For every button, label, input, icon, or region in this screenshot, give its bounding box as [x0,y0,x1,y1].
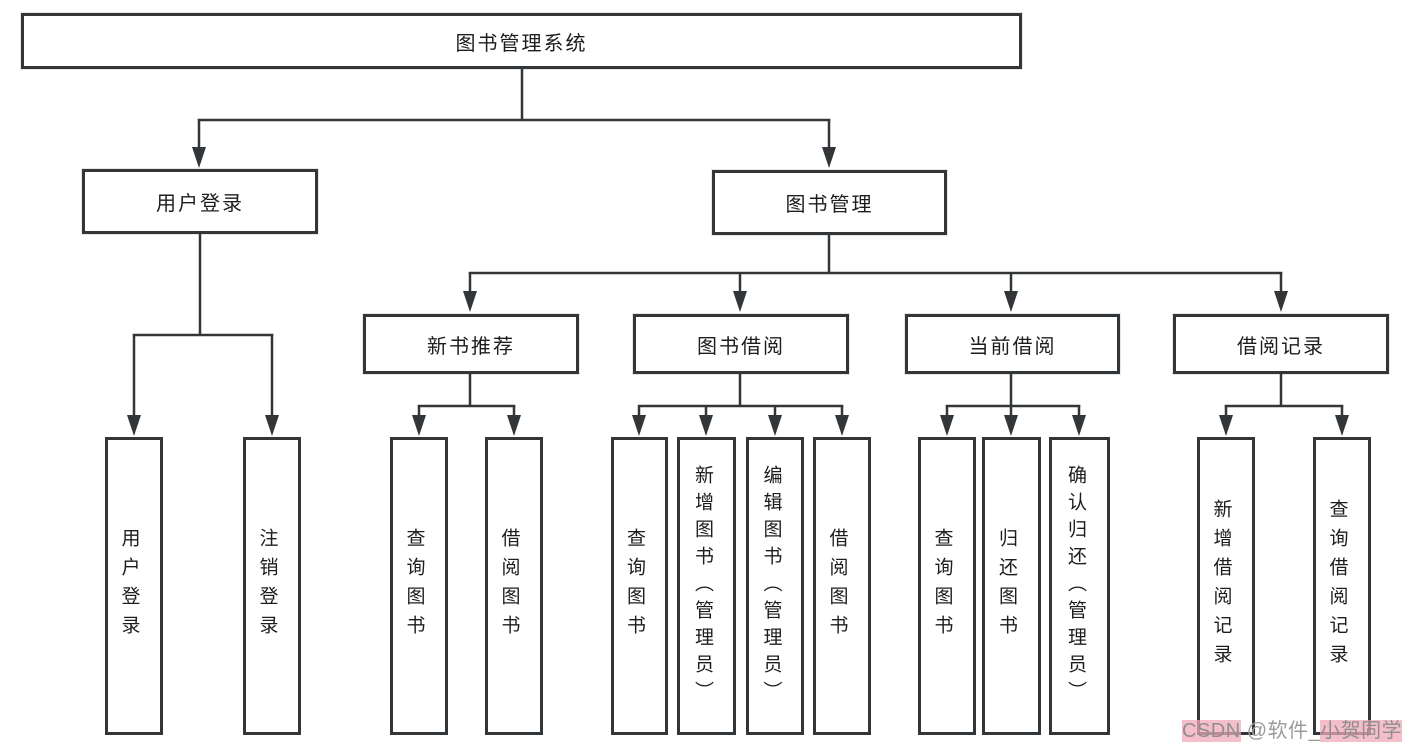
node-borrowing-records-label: 借阅记录 [1237,335,1325,358]
arrowheads [127,147,1349,436]
node-new-book-recommendation-label: 新书推荐 [427,335,515,358]
leaf-query-books-current-label: 查询图书 [931,528,953,644]
node-book-borrowing: 图书借阅 [633,314,849,374]
node-current-borrowing: 当前借阅 [905,314,1120,374]
leaf-confirm-return-admin: 确认归还（管理员） [1049,437,1110,735]
leaf-edit-books-admin-label: 编辑图书（管理员） [760,464,782,708]
node-root-label: 图书管理系统 [455,32,588,55]
leaf-query-books-borrowing-label: 查询图书 [624,528,645,644]
leaf-logout: 注销登录 [243,437,301,735]
watermark-author: 小贺同学 [1320,720,1403,742]
leaf-borrow-books-recommend-label: 借阅图书 [498,528,520,644]
leaf-add-borrow-record-label: 新增借阅记录 [1210,499,1232,673]
node-book-management-label: 图书管理 [785,194,874,216]
watermark-csdn: CSDN [1182,720,1241,742]
leaf-return-books-label: 归还图书 [996,528,1017,644]
leaf-query-borrow-record: 查询借阅记录 [1313,437,1371,735]
leaf-query-borrow-record-label: 查询借阅记录 [1326,499,1348,673]
node-borrowing-records: 借阅记录 [1173,314,1389,374]
node-user-login: 用户登录 [82,169,318,234]
leaf-add-books-admin-label: 新增图书（管理员） [692,464,713,708]
node-book-borrowing-label: 图书借阅 [697,335,785,358]
node-current-borrowing-label: 当前借阅 [968,335,1057,358]
leaf-borrow-books-borrowing-label: 借阅图书 [826,528,848,644]
node-user-login-label: 用户登录 [156,193,244,215]
leaf-user-login-label: 用户登录 [118,528,140,644]
leaf-edit-books-admin: 编辑图书（管理员） [746,437,804,735]
leaf-borrow-books-borrowing: 借阅图书 [813,437,871,735]
node-root: 图书管理系统 [21,13,1022,69]
leaf-confirm-return-admin-label: 确认归还（管理员） [1065,464,1086,708]
leaf-query-books-current: 查询图书 [918,437,976,735]
node-new-book-recommendation: 新书推荐 [363,314,579,374]
leaf-add-borrow-record: 新增借阅记录 [1197,437,1255,735]
leaf-query-books-recommend: 查询图书 [390,437,448,735]
leaf-query-books-borrowing: 查询图书 [611,437,668,735]
watermark-handle-prefix: @软件_ [1240,720,1321,742]
leaf-borrow-books-recommend: 借阅图书 [485,437,543,735]
csdn-watermark: CSDN @软件_小贺同学 [1182,714,1403,743]
leaf-add-books-admin: 新增图书（管理员） [677,437,736,735]
leaf-return-books: 归还图书 [982,437,1041,735]
leaf-user-login: 用户登录 [105,437,163,735]
node-book-management: 图书管理 [712,170,947,235]
leaf-query-books-recommend-label: 查询图书 [403,528,425,644]
leaf-logout-label: 注销登录 [256,528,278,644]
